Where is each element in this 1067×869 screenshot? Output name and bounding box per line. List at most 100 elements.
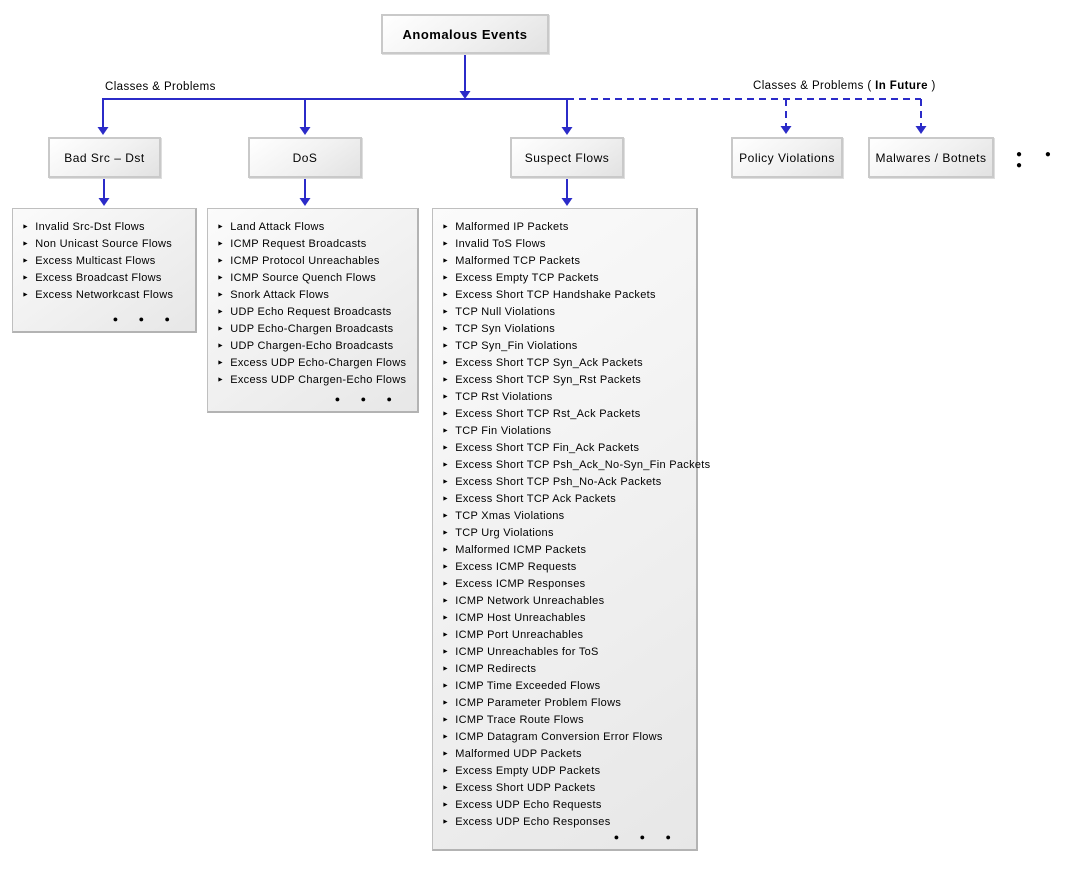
category-label: DoS [292,150,318,165]
triangle-bullet-icon: ► [442,512,450,520]
category-label: Malwares / Botnets [875,150,987,165]
category-box-bad-src-dst: Bad Src – Dst [48,137,161,178]
list-item-label: Snork Attack Flows [230,289,330,301]
list-item-label: Excess Short TCP Fin_Ack Packets [455,442,640,454]
list-item-label: Excess UDP Echo Requests [455,799,602,811]
triangle-bullet-icon: ► [442,784,450,792]
list-item: ►Excess Empty UDP Packets [441,763,690,780]
list-item-label: Excess Networkcast Flows [35,289,174,301]
list-items: ► Land Attack Flows ► ICMP Request Broadcas… [216,219,411,389]
classes-problems-text: Classes & Problems [105,81,216,93]
list-item: ►Excess ICMP Requests [441,559,690,576]
triangle-bullet-icon: ► [217,308,225,316]
list-item-label: TCP Rst Violations [455,391,553,403]
list-item: ► Excess Short TCP Fin_Ack Packets [441,440,690,457]
list-item-label: Excess Short TCP Ack Packets [455,493,617,505]
list-box-bad-src-dst: ►Invalid Src-Dst Flows►Non Unicast Sourc… [12,208,197,333]
triangle-bullet-icon: ► [217,274,225,282]
list-item: ► TCP Xmas Violations [441,508,690,525]
list-item: ►ICMP Parameter Problem Flows [441,695,690,712]
triangle-bullet-icon: ► [22,291,30,299]
triangle-bullet-icon: ► [442,665,450,673]
triangle-bullet-icon: ► [442,427,450,435]
list-item-label: Excess UDP Echo Responses [455,816,611,828]
list-item: ►Malformed IP Packets [441,219,690,236]
future-label-suffix: ) [927,80,936,92]
triangle-bullet-icon: ► [217,342,225,350]
triangle-bullet-icon: ► [442,240,450,248]
list-item: ► Land Attack Flows [216,219,411,236]
list-item-label: UDP Chargen-Echo Broadcasts [230,340,394,352]
triangle-bullet-icon: ► [442,682,450,690]
list-item-label: Excess Short TCP Handshake Packets [455,289,656,301]
triangle-bullet-icon: ► [22,257,30,265]
classes-problems-future-label: Classes & Problems ( In Future ) [753,80,936,92]
list-item: ► Excess Networkcast Flows [21,287,189,304]
triangle-bullet-icon: ► [442,631,450,639]
list-item-label: TCP Urg Violations [455,527,554,539]
list-item: ►Excess ICMP Responses [441,576,690,593]
list-item-label: TCP Syn_Fin Violations [455,340,578,352]
list-item: ►Excess UDP Echo Responses [441,814,690,831]
list-item: ►ICMP Host Unreachables [441,610,690,627]
triangle-bullet-icon: ► [442,410,450,418]
list-item-label: Invalid Src-Dst Flows [35,221,145,233]
list-item: ►TCP Syn_Fin Violations [441,338,690,355]
list-item: ►Malformed UDP Packets [441,746,690,763]
list-item: ►Excess Short TCP Rst_Ack Packets [441,406,690,423]
triangle-bullet-icon: ► [442,750,450,758]
list-item-label: ICMP Request Broadcasts [230,238,367,250]
list-item: ►Malformed ICMP Packets [441,542,690,559]
list-item-label: ICMP Unreachables for ToS [455,646,599,658]
triangle-bullet-icon: ► [217,291,225,299]
list-item-label: ICMP Network Unreachables [455,595,605,607]
list-item-label: TCP Null Violations [455,306,556,318]
category-box-suspect-flows: Suspect Flows [510,137,624,178]
list-item: ► Snork Attack Flows [216,287,411,304]
triangle-bullet-icon: ► [442,597,450,605]
category-label: Suspect Flows [524,150,610,165]
triangle-bullet-icon: ► [442,325,450,333]
list-item-label: Excess UDP Chargen-Echo Flows [230,374,407,386]
category-label: Policy Violations [739,150,835,165]
list-item: ►ICMP Port Unreachables [441,627,690,644]
triangle-bullet-icon: ► [442,580,450,588]
list-item-label: Excess Short TCP Psh_Ack_No-Syn_Fin Pack… [455,459,711,471]
triangle-bullet-icon: ► [217,376,225,384]
list-item-label: TCP Xmas Violations [455,510,565,522]
list-box-suspect-flows: ►Malformed IP Packets►Invalid ToS Flows►… [432,208,710,851]
list-item: ►ICMP Redirects [441,661,690,678]
future-label-bold: In Future [875,80,928,92]
list-item: ►ICMP Source Quench Flows [216,270,411,287]
list-item: ►ICMP Trace Route Flows [441,712,690,729]
list-item: ► UDP Chargen-Echo Broadcasts [216,338,411,355]
category-box-malwares-botnets: Malwares / Botnets [868,137,994,178]
triangle-bullet-icon: ► [442,461,450,469]
category-label: Bad Src – Dst [64,150,145,165]
list-item-label: Land Attack Flows [230,221,325,233]
list-ellipsis: ● ● ● [334,394,401,404]
triangle-bullet-icon: ► [442,223,450,231]
triangle-bullet-icon: ► [217,325,225,333]
list-item: ►Excess Short UDP Packets [441,780,690,797]
list-item: ► Excess Short TCP Psh_Ack_No-Syn_Fin Pac… [441,457,710,474]
triangle-bullet-icon: ► [442,801,450,809]
list-item-label: UDP Echo-Chargen Broadcasts [230,323,394,335]
root-node-label: Anomalous Events [402,26,528,42]
list-item: ►TCP Urg Violations [441,525,690,542]
list-ellipsis: ● ● ● [613,832,680,842]
triangle-bullet-icon: ► [442,478,450,486]
list-item: ►UDP Echo Request Broadcasts [216,304,411,321]
triangle-bullet-icon: ► [442,495,450,503]
list-item-label: Excess Short TCP Syn_Ack Packets [455,357,643,369]
triangle-bullet-icon: ► [442,444,450,452]
list-item: ►TCP Rst Violations [441,389,690,406]
list-item: ►Invalid ToS Flows [441,236,690,253]
triangle-bullet-icon: ► [22,223,30,231]
triangle-bullet-icon: ► [217,223,225,231]
list-item: ►TCP Fin Violations [441,423,690,440]
list-item-label: Excess ICMP Requests [455,561,577,573]
list-item-label: Excess Short TCP Syn_Rst Packets [455,374,642,386]
triangle-bullet-icon: ► [217,257,225,265]
